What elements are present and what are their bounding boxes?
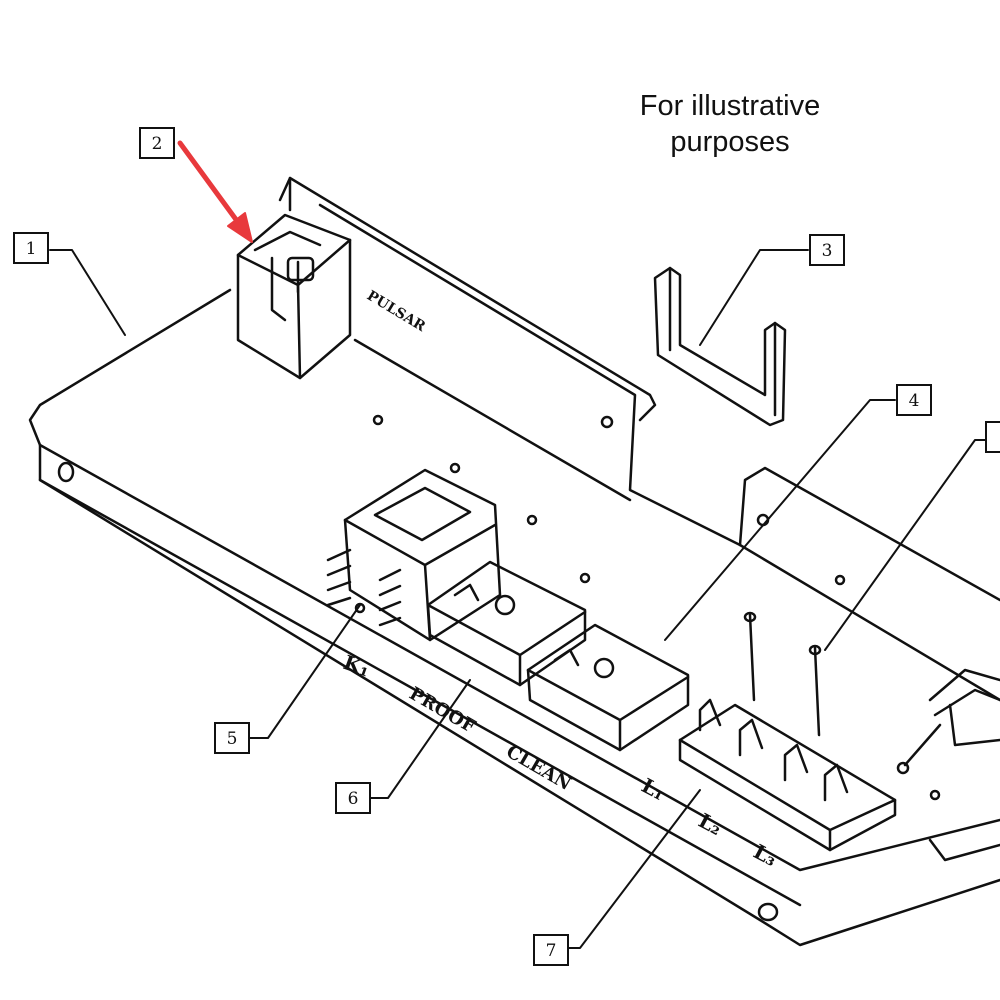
callout-edge-partial xyxy=(985,421,1000,453)
u-bracket xyxy=(653,266,787,427)
callout-1: 1 xyxy=(13,232,49,264)
red-pointer-arrow xyxy=(177,140,253,243)
leader-lines xyxy=(49,249,986,949)
callout-3: 3 xyxy=(809,234,845,266)
connector-block xyxy=(236,213,352,380)
note-line-2: purposes xyxy=(670,126,790,158)
svg-text:6: 6 xyxy=(348,789,359,809)
svg-text:7: 7 xyxy=(546,941,557,961)
callout-5: 5 xyxy=(214,722,250,754)
svg-text:5: 5 xyxy=(227,729,238,749)
note-line-1: For illustrative xyxy=(639,90,821,122)
base-plate xyxy=(28,288,1000,947)
label-k1: K₁ xyxy=(340,650,373,681)
callout-2: 2 xyxy=(139,127,175,159)
label-pulsar: PULSAR xyxy=(364,288,428,335)
terminal-block xyxy=(678,611,897,852)
relay-k1 xyxy=(326,468,502,642)
module-proof xyxy=(426,560,587,687)
svg-text:2: 2 xyxy=(152,134,163,154)
callout-4: 4 xyxy=(896,384,932,416)
callout-6: 6 xyxy=(335,782,371,814)
rear-panel xyxy=(278,176,1000,702)
illustrative-note: For illustrative purposes xyxy=(600,88,860,160)
svg-text:1: 1 xyxy=(26,239,37,259)
svg-text:3: 3 xyxy=(822,241,833,261)
label-l1: L₁ xyxy=(638,773,669,805)
module-clean xyxy=(526,623,690,752)
right-edge-component xyxy=(896,668,1000,775)
callout-7: 7 xyxy=(533,934,569,966)
svg-text:4: 4 xyxy=(909,391,920,411)
